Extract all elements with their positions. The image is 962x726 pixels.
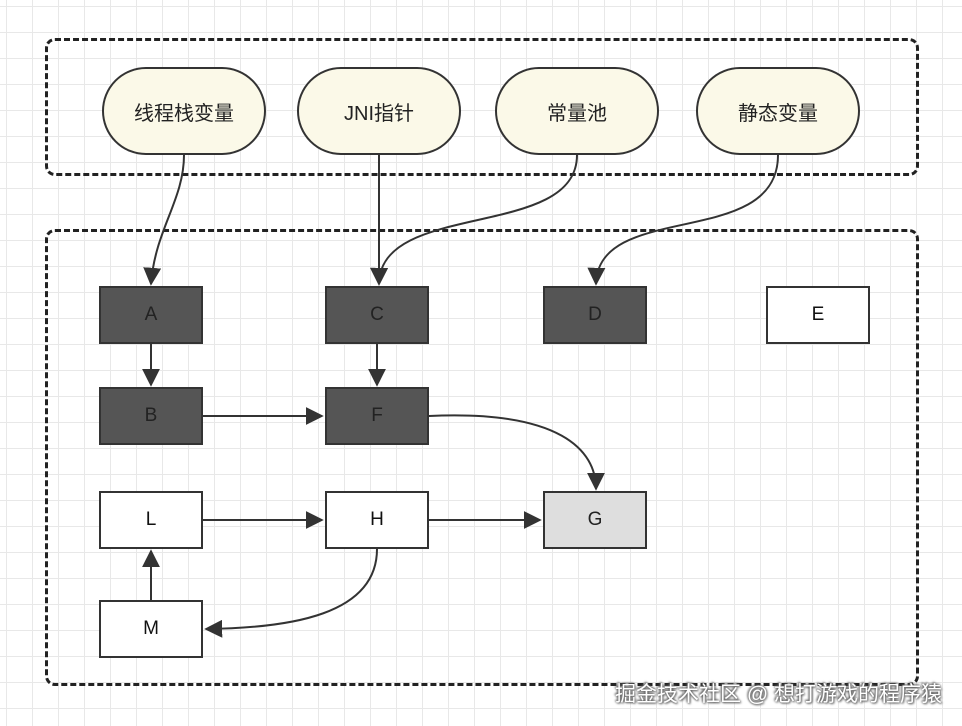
object-node-A[interactable]: A (99, 286, 203, 344)
root-static-vars[interactable]: 静态变量 (696, 67, 860, 155)
object-label: L (145, 509, 157, 530)
object-label: G (587, 509, 603, 530)
object-label: C (370, 304, 384, 325)
object-node-B[interactable]: B (99, 387, 203, 445)
object-label: D (588, 304, 602, 325)
object-node-E[interactable]: E (766, 286, 870, 344)
object-node-H[interactable]: H (325, 491, 429, 549)
object-label: F (371, 405, 383, 426)
root-jni-pointer[interactable]: JNI指针 (297, 67, 461, 155)
object-node-G[interactable]: G (543, 491, 647, 549)
object-node-L[interactable]: L (99, 491, 203, 549)
root-label: JNI指针 (344, 102, 414, 125)
root-label: 常量池 (547, 102, 607, 125)
object-node-C[interactable]: C (325, 286, 429, 344)
root-label: 静态变量 (738, 102, 818, 125)
object-label: B (144, 405, 158, 426)
object-node-M[interactable]: M (99, 600, 203, 658)
object-label: E (811, 304, 825, 325)
root-constant-pool[interactable]: 常量池 (495, 67, 659, 155)
object-node-D[interactable]: D (543, 286, 647, 344)
root-label: 线程栈变量 (134, 102, 234, 125)
object-node-F[interactable]: F (325, 387, 429, 445)
object-label: A (144, 304, 158, 325)
object-label: M (143, 618, 159, 639)
root-thread-stack-vars[interactable]: 线程栈变量 (102, 67, 266, 155)
watermark: 掘金技术社区 @ 想打游戏的程序猿 (615, 683, 942, 706)
object-label: H (370, 509, 384, 530)
